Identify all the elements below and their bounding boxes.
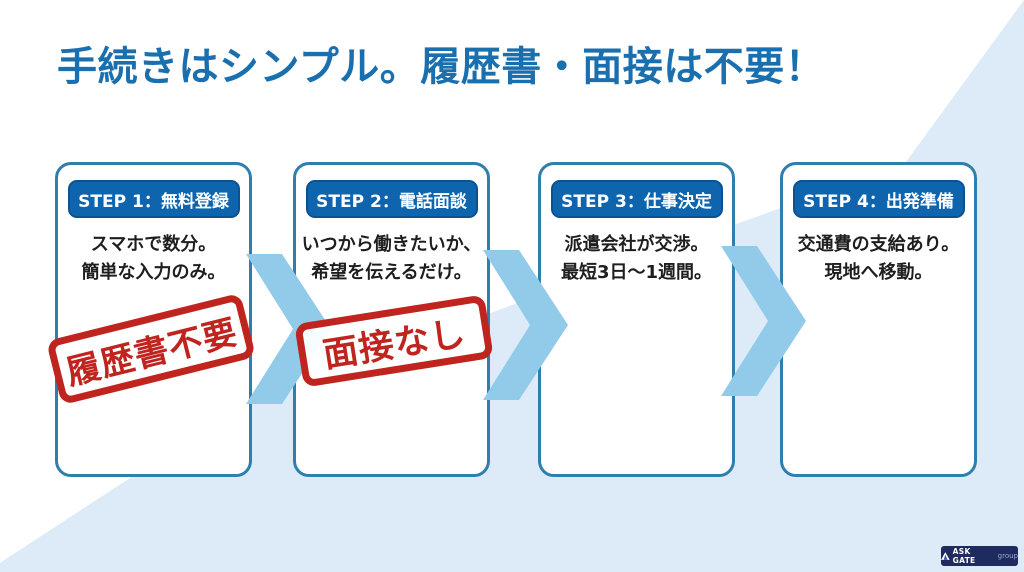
step-1-line-2: 簡単な入力のみ。: [81, 261, 226, 283]
page-title: 手続きはシンプル。履歴書・面接は不要！: [57, 44, 826, 90]
chevron-right-icon: [721, 246, 806, 396]
step-3-line-2: 最短3日〜1週間。: [560, 261, 713, 283]
triangle-logo-icon: [941, 552, 950, 560]
step-3-badge: STEP 3：仕事決定: [550, 180, 723, 218]
step-2-line-2: 希望を伝えるだけ。: [311, 261, 472, 283]
step-4-badge: STEP 4：出発準備: [792, 180, 965, 218]
logo-brand-text: ASK GATE: [952, 547, 976, 565]
step-card-4: STEP 4：出発準備 交通費の支給あり。 現地へ移動。: [780, 162, 977, 477]
logo-suffix-text: group: [997, 552, 1018, 560]
step-4-description: 交通費の支給あり。 現地へ移動。: [783, 231, 974, 287]
step-2-description: いつから働きたいか、 希望を伝えるだけ。: [296, 231, 487, 287]
step-1-line-1: スマホで数分。: [90, 234, 217, 255]
step-2-line-1: いつから働きたいか、: [301, 234, 482, 255]
step-2-badge: STEP 2：電話面談: [305, 180, 478, 218]
step-3-description: 派遣会社が交渉。 最短3日〜1週間。: [541, 231, 732, 287]
step-3-line-1: 派遣会社が交渉。: [564, 234, 709, 255]
step-4-line-2: 現地へ移動。: [824, 261, 933, 283]
step-1-badge: STEP 1：無料登録: [67, 180, 240, 218]
ask-gate-logo: ASK GATE group: [941, 546, 1018, 566]
step-card-3: STEP 3：仕事決定 派遣会社が交渉。 最短3日〜1週間。: [538, 162, 735, 477]
step-4-line-1: 交通費の支給あり。: [797, 234, 960, 255]
chevron-right-icon: [483, 250, 568, 400]
step-1-description: スマホで数分。 簡単な入力のみ。: [58, 231, 249, 287]
